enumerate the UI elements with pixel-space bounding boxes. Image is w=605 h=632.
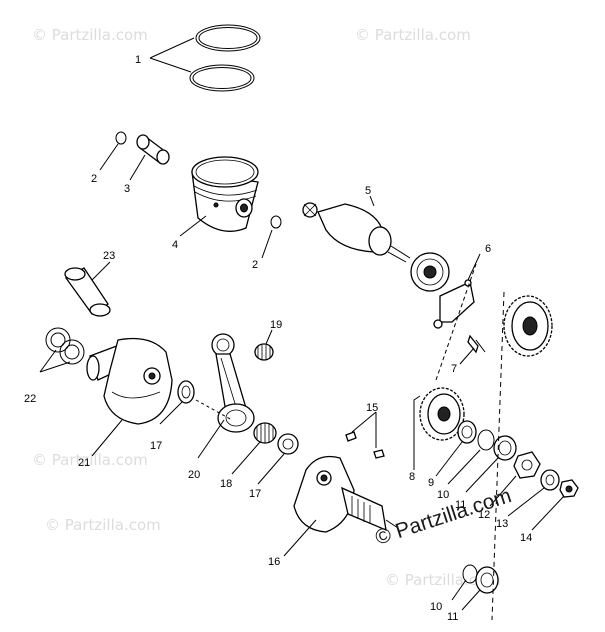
callout-8: 8 xyxy=(409,471,415,483)
callout-17-left: 17 xyxy=(150,440,162,452)
lower-seal-bearing xyxy=(462,564,499,594)
balancer-gear xyxy=(503,295,553,357)
crank-seals xyxy=(45,327,85,365)
callout-6: 6 xyxy=(485,243,491,255)
crank-gear xyxy=(419,387,465,441)
callout-18: 18 xyxy=(220,478,232,490)
crank-half-right xyxy=(293,455,399,533)
watermark-top-left: © Partzilla.com xyxy=(32,26,148,44)
piston-pin xyxy=(136,134,170,165)
callout-2-lower: 2 xyxy=(252,259,258,271)
woodruff-keys xyxy=(345,431,385,459)
balancer-shaft xyxy=(302,202,411,263)
watermark-bottom-right: © Partzilla.com xyxy=(385,571,501,589)
callout-19: 19 xyxy=(270,319,282,331)
callout-7: 7 xyxy=(451,363,457,375)
thrust-washer-left xyxy=(177,380,195,404)
circlips xyxy=(115,131,282,229)
callout-12: 12 xyxy=(478,509,490,521)
callout-21: 21 xyxy=(78,457,90,469)
callout-20: 20 xyxy=(188,469,200,481)
balancer-bearing xyxy=(410,252,450,292)
balancer-bracket xyxy=(433,279,486,354)
callout-5: 5 xyxy=(365,185,371,197)
callout-23: 23 xyxy=(103,250,115,262)
watermarks: © Partzilla.com © Partzilla.com © Partzi… xyxy=(32,26,501,589)
connecting-rod xyxy=(211,333,255,433)
callout-labels: 1 2 3 4 2 5 6 7 23 22 19 21 17 20 18 17 … xyxy=(24,54,532,623)
small-end-needle-bearing-19 xyxy=(254,343,274,361)
callout-11-lower: 11 xyxy=(447,611,458,623)
callout-1: 1 xyxy=(135,54,141,66)
callout-4: 4 xyxy=(172,239,178,251)
callout-14: 14 xyxy=(520,532,532,544)
crank-half-left xyxy=(86,337,173,425)
callout-17-right: 17 xyxy=(249,488,261,500)
big-end-bearing-18 xyxy=(253,422,277,444)
callout-15: 15 xyxy=(366,402,378,414)
callout-16: 16 xyxy=(268,556,280,568)
thrust-washer-right xyxy=(277,433,299,455)
watermark-mid-left: © Partzilla.com xyxy=(32,451,148,469)
watermark-top-right: © Partzilla.com xyxy=(355,26,471,44)
crank-hardware xyxy=(457,420,579,498)
callout-10-lower: 10 xyxy=(430,601,442,613)
piston-rings xyxy=(189,24,261,92)
callout-3: 3 xyxy=(124,183,130,195)
callout-2-upper: 2 xyxy=(91,173,97,185)
watermark-bottom-left: © Partzilla.com xyxy=(45,516,161,534)
piston xyxy=(191,156,259,232)
callout-22: 22 xyxy=(24,393,36,405)
callout-9: 9 xyxy=(428,477,434,489)
callout-10-upper: 10 xyxy=(437,489,449,501)
small-end-bearing-23 xyxy=(64,267,111,317)
leader-lines xyxy=(39,37,565,621)
callout-11-upper: 11 xyxy=(455,499,466,511)
callout-13: 13 xyxy=(496,518,508,530)
